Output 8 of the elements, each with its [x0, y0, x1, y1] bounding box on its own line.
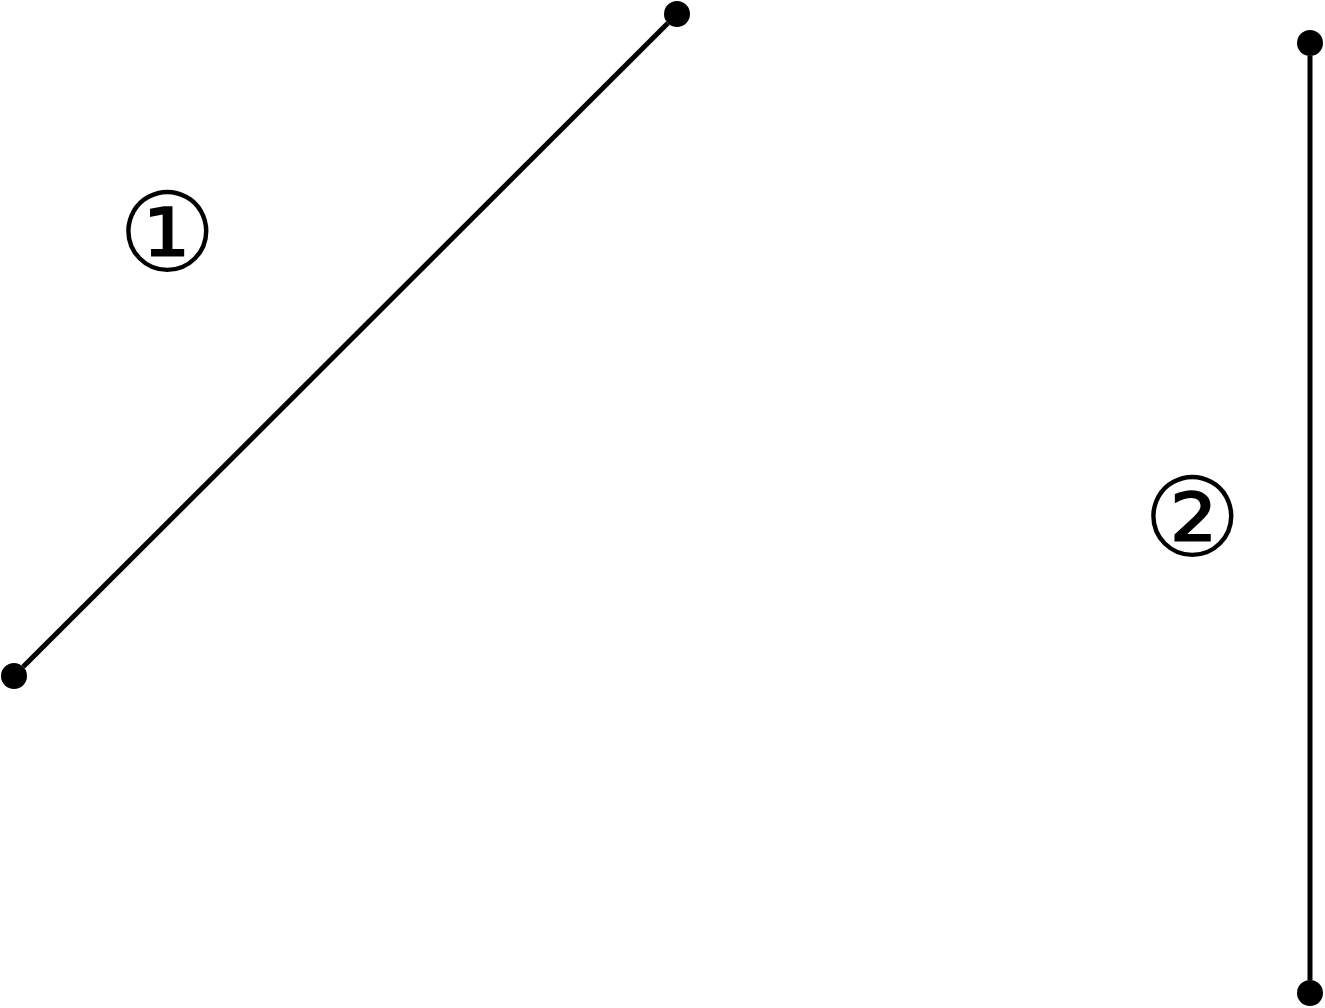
line-segment — [21, 21, 670, 669]
circled-number: ② — [1143, 463, 1242, 573]
endpoint-dot — [1, 663, 27, 689]
line-segment — [1307, 56, 1313, 980]
endpoint-dot — [664, 1, 690, 27]
circled-number: ① — [118, 178, 217, 288]
endpoint-dot — [1297, 980, 1323, 1006]
endpoint-dot — [1297, 30, 1323, 56]
